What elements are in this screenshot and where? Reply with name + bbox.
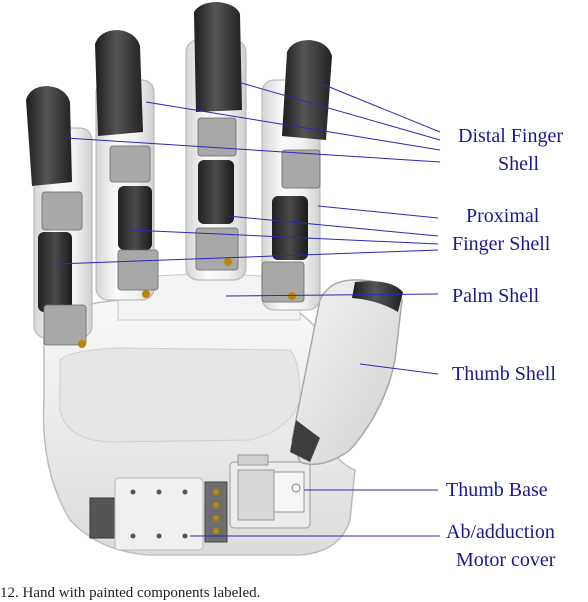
label-thumb-shell: Thumb Shell [452, 362, 556, 386]
label-proximal-line1: Proximal [466, 204, 539, 228]
label-palm-shell: Palm Shell [452, 284, 539, 308]
finger-ring [186, 2, 246, 280]
label-thumb-base: Thumb Base [446, 478, 548, 502]
thumb-base [230, 455, 310, 528]
leader-proximal-2 [228, 216, 438, 236]
figure-caption: 12. Hand with painted components labeled… [0, 584, 260, 602]
label-ab-line2: Motor cover [456, 548, 555, 572]
leader-proximal-1 [318, 206, 438, 218]
leader-distal-1 [322, 84, 440, 132]
label-distal-line2: Shell [498, 152, 539, 176]
label-distal-line1: Distal Finger [458, 124, 563, 148]
finger-little [262, 40, 332, 310]
label-proximal-line2: Finger Shell [452, 232, 550, 256]
finger-index [26, 86, 92, 348]
label-ab-line1: Ab/adduction [446, 520, 555, 544]
finger-middle [95, 30, 158, 300]
